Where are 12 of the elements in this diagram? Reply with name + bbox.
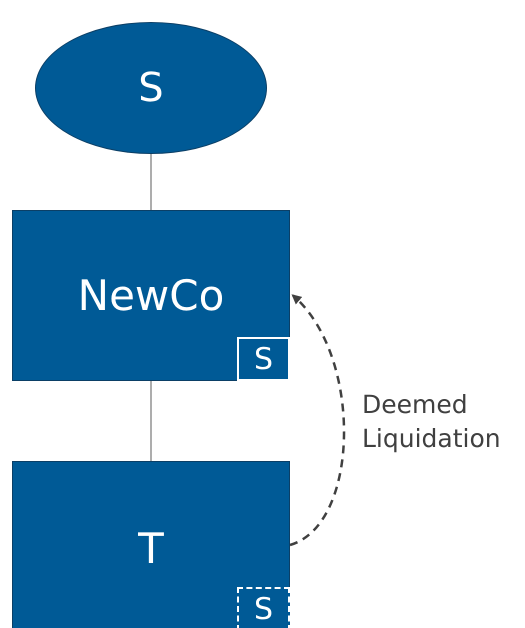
node-label: S	[254, 592, 274, 626]
curved-arrow	[289, 294, 346, 546]
node-label: S	[138, 65, 164, 111]
connector-line	[150, 154, 152, 210]
small-box	[237, 337, 290, 381]
node-label: T	[138, 524, 164, 573]
connector-line	[150, 381, 152, 461]
entity-box	[12, 210, 290, 381]
node-label: NewCo	[78, 271, 224, 320]
entity-box	[12, 461, 290, 628]
small-box	[237, 587, 290, 628]
node-label: S	[254, 342, 274, 376]
